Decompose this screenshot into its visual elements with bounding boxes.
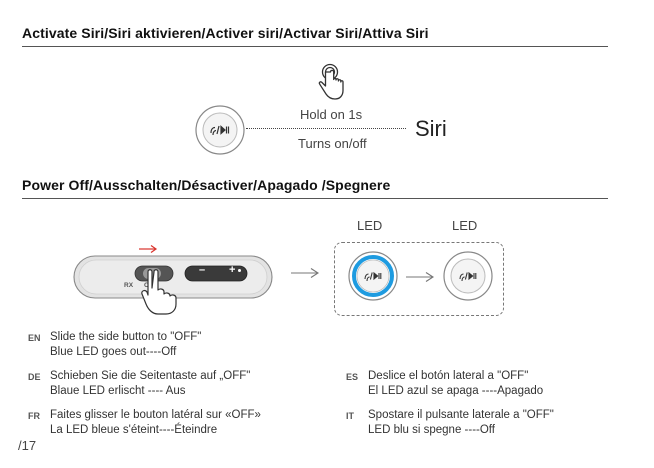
instruction-it: IT Spostare il pulsante laterale a "OFF" L… — [346, 408, 554, 437]
instruction-line: Blue LED goes out----Off — [50, 345, 177, 358]
volume-plus: + — [229, 264, 236, 276]
volume-dot — [238, 269, 241, 272]
siri-label: Siri — [415, 116, 447, 141]
turns-on-off-label: Turns on/off — [298, 136, 367, 151]
instruction-fr: FR Faites glisser le bouton latéral sur «… — [28, 408, 261, 437]
arrow-right-icon — [290, 267, 320, 279]
instruction-es: ES Deslice el botón lateral a "OFF" El LED… — [346, 369, 543, 398]
hold-label: Hold on 1s — [300, 107, 363, 122]
lang-code: EN — [28, 333, 41, 343]
volume-minus: – — [199, 264, 206, 276]
led-off-button — [442, 250, 494, 302]
lang-code: IT — [346, 411, 354, 421]
lang-code: DE — [28, 372, 41, 382]
arrow-right-icon — [405, 271, 435, 283]
lang-code: ES — [346, 372, 359, 382]
section-divider — [22, 198, 608, 199]
instruction-line: Faites glisser le bouton latéral sur «OF… — [50, 409, 261, 421]
led-on-button — [347, 250, 399, 302]
instruction-line: El LED azul se apaga ----Apagado — [368, 384, 544, 397]
instruction-line: Schieben Sie die Seitentaste auf „OFF" — [50, 370, 251, 382]
section-title-power-off: Power Off/Ausschalten/Désactiver/Apagado… — [22, 177, 391, 193]
switch-label-rx: RX — [124, 282, 134, 289]
led-comparison-box — [334, 242, 504, 316]
page-number: /17 — [18, 438, 37, 453]
instruction-line: Blaue LED erlischt ---- Aus — [50, 384, 186, 397]
red-arrow-icon — [138, 244, 158, 254]
led-label-off: LED — [452, 218, 478, 233]
instruction-de: DE Schieben Sie die Seitentaste auf „OFF"… — [28, 369, 250, 398]
siri-button — [194, 104, 246, 156]
instruction-line: La LED bleue s'éteint----Éteindre — [50, 423, 218, 436]
lang-code: FR — [28, 411, 40, 421]
section-divider — [22, 46, 608, 47]
siri-play-pause-icon — [459, 271, 477, 282]
section-title-activate-siri: Activate Siri/Siri aktivieren/Activer si… — [22, 25, 429, 41]
instruction-en: EN Slide the side button to "OFF" Blue LED… — [28, 330, 201, 359]
instruction-line: LED blu si spegne ----Off — [368, 423, 495, 436]
siri-play-pause-icon — [210, 125, 230, 136]
led-label-on: LED — [357, 218, 383, 233]
instruction-line: Deslice el botón lateral a "OFF" — [368, 370, 529, 382]
instruction-line: Slide the side button to "OFF" — [50, 331, 202, 343]
connector-line — [246, 128, 406, 129]
slide-hand-icon — [140, 264, 186, 316]
tap-hand-icon — [316, 63, 352, 107]
siri-play-pause-icon — [364, 271, 382, 282]
instruction-line: Spostare il pulsante laterale a "OFF" — [368, 409, 554, 421]
